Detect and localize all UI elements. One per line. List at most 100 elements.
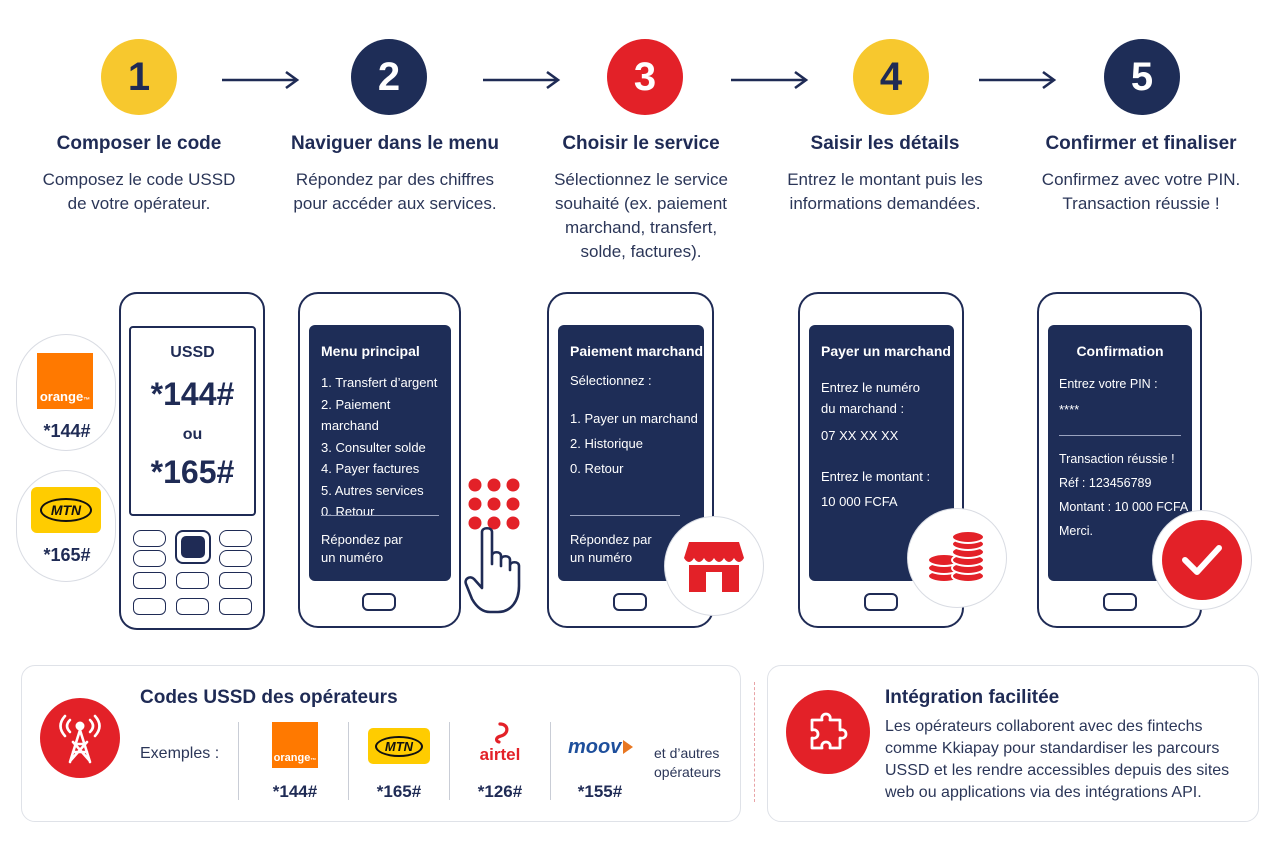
puzzle-icon — [810, 712, 848, 750]
step-4-title: Saisir les détails — [810, 133, 960, 154]
examples-label: Exemples : — [140, 745, 220, 762]
cards-separator — [754, 682, 755, 802]
home-button — [1103, 593, 1137, 611]
arrow-right-icon — [731, 70, 809, 90]
hand-pointer-icon — [464, 526, 521, 614]
step-3-number: 3 — [607, 39, 683, 115]
step-3-title: Choisir le service — [562, 133, 720, 154]
mtn-code: *165# — [43, 545, 91, 565]
keypad-key — [133, 572, 166, 589]
moov-arrow-icon — [623, 740, 634, 754]
integration-text: Les opérateurs collaborent avec des fint… — [885, 718, 1230, 801]
phone-menu: Menu principal 1. Transfert d’argent 2. … — [298, 292, 461, 628]
menu-item: 1. Transfert d’argent — [321, 375, 438, 390]
menu-item: 3. Consulter solde — [321, 439, 426, 455]
step-1-number: 1 — [101, 39, 177, 115]
feature-phone-screen: USSD *144# ou *165# — [129, 326, 256, 516]
mtn-logo: MTN — [368, 728, 430, 764]
menu-screen: Menu principal 1. Transfert d’argent 2. … — [309, 325, 451, 581]
details-title: Payer un marchand — [821, 343, 951, 359]
menu-item: 5. Autres services — [321, 482, 424, 498]
orange-code: *144# — [272, 782, 318, 801]
mtn-logo: MTN — [31, 487, 101, 533]
service-item: 2. Historique — [570, 435, 643, 451]
divider — [449, 722, 450, 800]
divider — [238, 722, 239, 800]
divider — [550, 722, 551, 800]
service-item: 0. Retour — [570, 460, 624, 476]
orange-code: *144# — [43, 421, 91, 441]
call-key-left — [133, 550, 166, 567]
arrow-right-icon — [483, 70, 561, 90]
antenna-icon — [59, 714, 101, 764]
confirm-result: Transaction réussie ! Réf : 123456789 Mo… — [1059, 452, 1189, 538]
menu-title: Menu principal — [321, 343, 420, 359]
arrow-right-icon — [979, 70, 1057, 90]
call-key-right — [219, 550, 252, 567]
keypad-key — [176, 572, 209, 589]
pin-value: **** — [1059, 401, 1080, 417]
step-5-description: Confirmez avec votre PIN.Transaction réu… — [1041, 170, 1241, 213]
integration-card: Intégration facilitée Les opérateurs col… — [767, 665, 1259, 822]
operators-card: Codes USSD des opérateurs Exemples : ora… — [21, 665, 741, 822]
menu-item: 4. Payer factures — [321, 461, 420, 476]
home-button — [864, 593, 898, 611]
shop-icon — [684, 542, 744, 592]
confirm-title: Confirmation — [1076, 343, 1164, 359]
step-5-title: Confirmer et finaliser — [1045, 133, 1237, 154]
details-value-amount: 10 000 FCFA — [821, 494, 898, 509]
shop-badge — [664, 516, 764, 616]
feature-phone: USSD *144# ou *165# — [119, 292, 265, 630]
menu-divider — [321, 515, 439, 516]
mtn-badge: MTN *165# — [16, 470, 116, 582]
pin-label: Entrez votre PIN : — [1059, 377, 1158, 391]
service-title: Paiement marchand — [570, 343, 704, 359]
step-2-title: Naviguer dans le menu — [290, 133, 499, 154]
nav-key — [175, 530, 211, 564]
step-4-number: 4 — [853, 39, 929, 115]
keypad-key — [219, 598, 252, 615]
ussd-separator: ou — [182, 426, 203, 443]
puzzle-badge — [786, 690, 870, 774]
service-divider — [570, 515, 680, 516]
ussd-code-165: *165# — [150, 454, 235, 490]
home-button — [362, 593, 396, 611]
moov-code: *155# — [577, 782, 623, 801]
soft-key-right — [219, 530, 252, 547]
keypad-icon — [468, 478, 520, 530]
confirm-divider — [1059, 435, 1181, 436]
coins-badge — [907, 508, 1007, 608]
check-icon — [1162, 520, 1242, 600]
check-badge — [1152, 510, 1252, 610]
details-label-amount: Entrez le montant : — [821, 468, 931, 484]
mtn-code: *165# — [376, 782, 422, 801]
airtel-swirl-icon — [494, 722, 509, 744]
divider — [348, 722, 349, 800]
service-item: 1. Payer un marchand — [570, 410, 698, 426]
antenna-badge — [40, 698, 120, 778]
ussd-label: USSD — [170, 344, 215, 361]
menu-item: 2. Paiement marchand — [321, 396, 391, 434]
moov-logo: moov — [568, 732, 648, 762]
airtel-code: *126# — [477, 782, 523, 801]
step-5-number: 5 — [1104, 39, 1180, 115]
details-value-merchant: 07 XX XX XX — [821, 428, 899, 443]
integration-title: Intégration facilitée — [885, 687, 1060, 708]
step-1-title: Composer le code — [56, 133, 222, 154]
home-button — [613, 593, 647, 611]
airtel-logo: airtel — [470, 722, 530, 772]
step-2-number: 2 — [351, 39, 427, 115]
